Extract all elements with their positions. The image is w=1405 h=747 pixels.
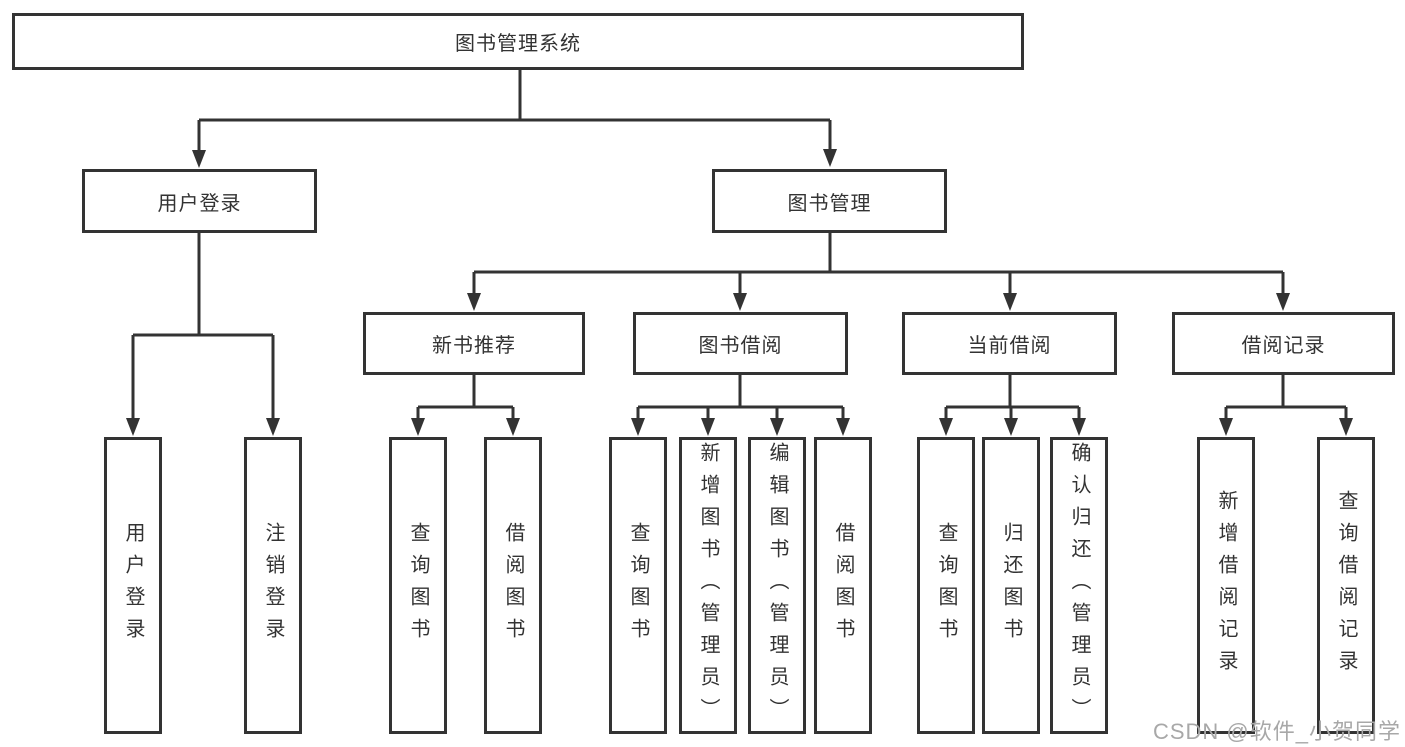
leaf-label: 查询图书	[407, 521, 429, 650]
leaf-label: 查询借阅记录	[1335, 489, 1357, 682]
node-book-borrowing: 图书借阅	[633, 312, 848, 375]
node-book-management: 图书管理	[712, 169, 947, 233]
leaf-user-login: 用户登录	[104, 437, 162, 734]
node-current-borrowing: 当前借阅	[902, 312, 1117, 375]
node-label: 图书借阅	[698, 335, 783, 357]
node-label: 新书推荐	[432, 335, 516, 357]
leaf-logout: 注销登录	[244, 437, 302, 734]
node-label: 图书管理系统	[455, 33, 581, 55]
leaf-add-borrow-record: 新增借阅记录	[1197, 437, 1255, 734]
csdn-watermark: CSDN @软件_小贺同学	[1152, 719, 1401, 744]
leaf-label: 注销登录	[262, 521, 284, 650]
leaf-query-borrow-record: 查询借阅记录	[1317, 437, 1375, 734]
node-label: 用户登录	[157, 192, 242, 215]
leaf-label: 新增图书（管理员）	[697, 441, 719, 730]
node-label: 图书管理	[787, 192, 872, 215]
node-borrowing-records: 借阅记录	[1172, 312, 1395, 375]
leaf-label: 新增借阅记录	[1215, 489, 1237, 682]
leaf-add-books-admin: 新增图书（管理员）	[679, 437, 737, 734]
node-user-login: 用户登录	[82, 169, 317, 233]
leaf-label: 用户登录	[122, 521, 144, 650]
node-label: 借阅记录	[1241, 335, 1326, 357]
leaf-label: 查询图书	[935, 521, 957, 650]
leaf-borrow-books: 借阅图书	[814, 437, 872, 734]
leaf-label: 查询图书	[627, 521, 649, 650]
leaf-query-books-borrowing: 查询图书	[609, 437, 667, 734]
leaf-label: 借阅图书	[502, 521, 524, 650]
leaf-return-books: 归还图书	[982, 437, 1040, 734]
leaf-confirm-return-admin: 确认归还（管理员）	[1050, 437, 1108, 734]
node-book-management-system: 图书管理系统	[12, 13, 1024, 70]
leaf-label: 确认归还（管理员）	[1068, 441, 1090, 730]
leaf-query-books-recommend: 查询图书	[389, 437, 447, 734]
leaf-borrow-books-recommend: 借阅图书	[484, 437, 542, 734]
leaf-label: 编辑图书（管理员）	[766, 441, 788, 730]
leaf-label: 借阅图书	[832, 521, 854, 650]
leaf-label: 归还图书	[1000, 521, 1022, 650]
leaf-edit-books-admin: 编辑图书（管理员）	[748, 437, 806, 734]
node-label: 当前借阅	[967, 335, 1052, 357]
node-new-book-recommendation: 新书推荐	[363, 312, 585, 375]
leaf-query-books-current: 查询图书	[917, 437, 975, 734]
